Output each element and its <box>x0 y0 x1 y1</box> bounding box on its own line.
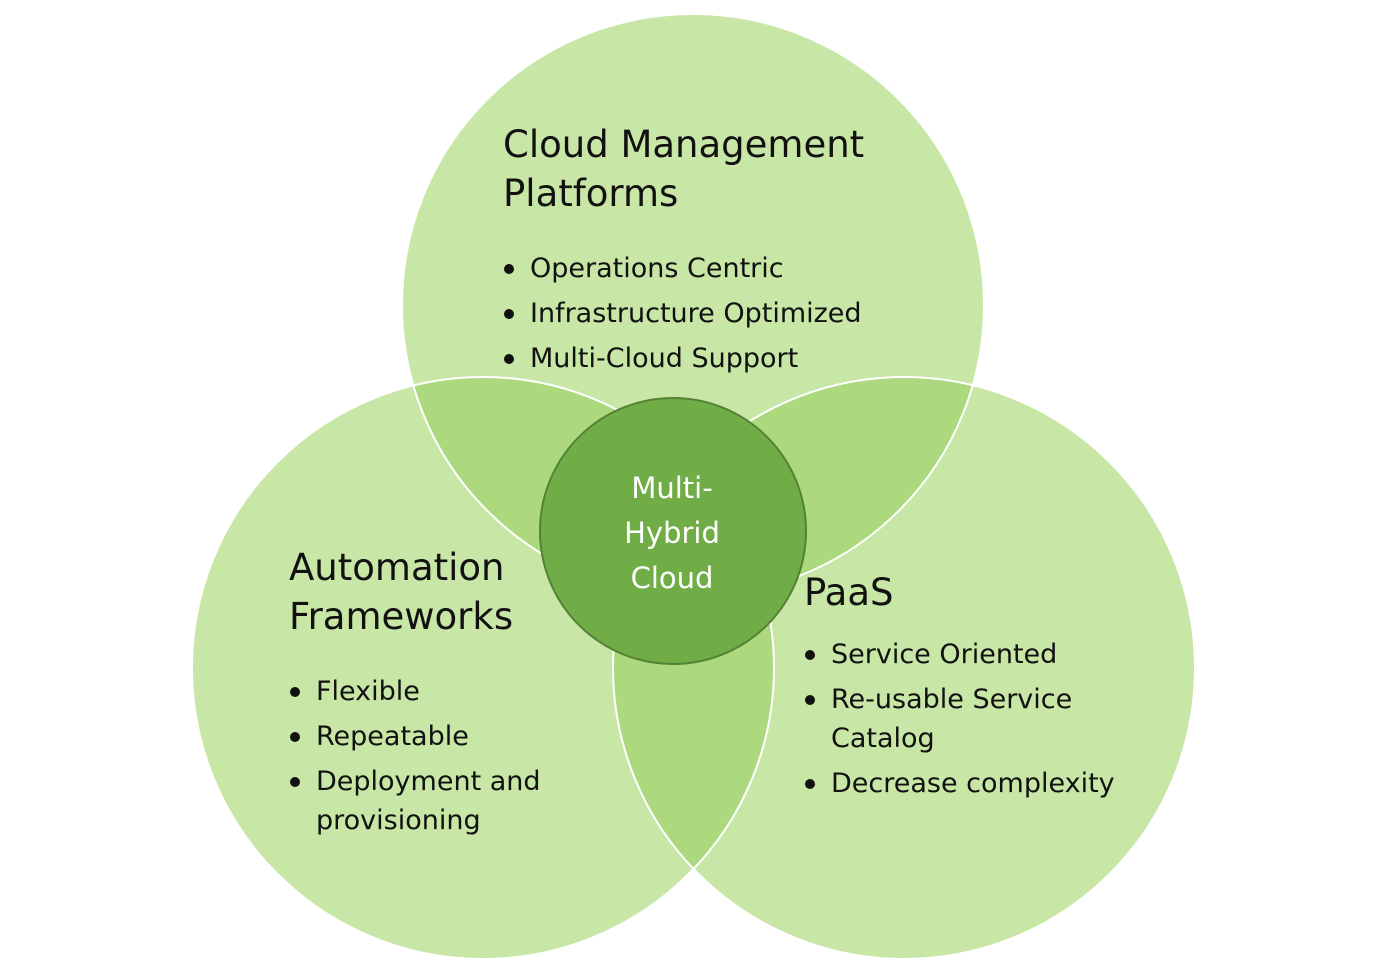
center-label: Multi- Hybrid Cloud <box>572 466 772 601</box>
bullet-item: Repeatable <box>289 717 619 756</box>
bullet-item: Service Oriented <box>804 635 1164 674</box>
bullet-item: Operations Centric <box>503 249 933 288</box>
cloud-management-section: Cloud Management Platforms Operations Ce… <box>503 120 933 384</box>
title-line: PaaS <box>804 571 894 614</box>
bullet-item: Multi-Cloud Support <box>503 339 933 378</box>
circle-outline-left <box>191 376 775 960</box>
cloud-management-bullets: Operations Centric Infrastructure Optimi… <box>503 249 933 378</box>
bullet-item: Deployment and provisioning <box>289 762 576 840</box>
center-label-line: Hybrid <box>624 516 720 550</box>
bullet-item: Flexible <box>289 672 619 711</box>
automation-frameworks-section: Automation Frameworks Flexible Repeatabl… <box>289 543 619 846</box>
automation-frameworks-bullets: Flexible Repeatable Deployment and provi… <box>289 672 619 840</box>
paas-bullets: Service Oriented Re-usable Service Catal… <box>804 635 1164 803</box>
bullet-item: Infrastructure Optimized <box>503 294 933 333</box>
circle-outline-right <box>612 376 1196 960</box>
paas-title: PaaS <box>804 568 1164 617</box>
cloud-management-title: Cloud Management Platforms <box>503 120 933 218</box>
title-line: Platforms <box>503 172 679 215</box>
center-label-line: Cloud <box>630 561 714 595</box>
bullet-item: Re-usable Service Catalog <box>804 680 1101 758</box>
center-circle <box>539 397 807 665</box>
title-line: Cloud Management <box>503 123 865 166</box>
automation-frameworks-title: Automation Frameworks <box>289 543 619 641</box>
paas-section: PaaS Service Oriented Re-usable Service … <box>804 568 1164 809</box>
title-line: Frameworks <box>289 595 514 638</box>
center-label-line: Multi- <box>631 471 713 505</box>
title-line: Automation <box>289 546 505 589</box>
bullet-item: Decrease complexity <box>804 764 1164 803</box>
